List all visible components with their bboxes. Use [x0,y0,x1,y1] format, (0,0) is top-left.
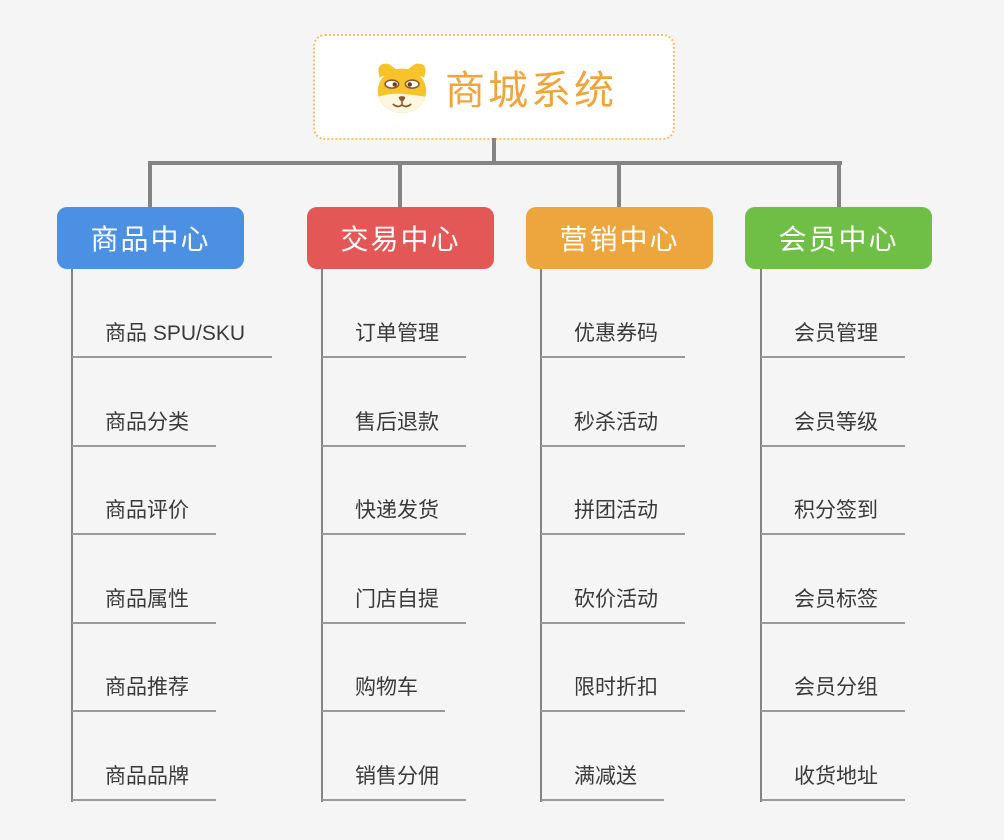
leaf-node[interactable]: 会员管理 [761,318,905,358]
branch-spine [321,269,323,802]
leaf-node[interactable]: 砍价活动 [541,584,685,624]
leaf-node[interactable]: 售后退款 [322,407,466,447]
connector-drop-4 [837,163,841,208]
leaf-node[interactable]: 商品分类 [72,407,216,447]
root-title: 商城系统 [445,69,617,113]
leaf-node[interactable]: 秒杀活动 [541,407,685,447]
leaf-node[interactable]: 会员分组 [761,672,905,712]
leaf-node[interactable]: 收货地址 [761,761,905,801]
leaf-node[interactable]: 满减送 [541,761,664,801]
branch-spine [760,269,762,802]
leaf-node[interactable]: 拼团活动 [541,495,685,535]
connector-bus [148,161,842,165]
connector-drop-1 [148,163,152,208]
connector-drop-3 [617,163,621,208]
branch-spine [71,269,73,802]
root-node[interactable]: 商城系统 [313,34,675,140]
leaf-node[interactable]: 会员标签 [761,584,905,624]
branch-spine [540,269,542,802]
leaf-node[interactable]: 会员等级 [761,407,905,447]
leaf-node[interactable]: 快递发货 [322,495,466,535]
leaf-node[interactable]: 门店自提 [322,584,466,624]
branch-node-product-center[interactable]: 商品中心 [57,207,244,269]
leaf-node[interactable]: 限时折扣 [541,672,685,712]
connector-drop-2 [398,163,402,208]
dog-face-icon [371,58,433,116]
leaf-node[interactable]: 商品属性 [72,584,216,624]
leaf-node[interactable]: 商品品牌 [72,761,216,801]
leaf-node[interactable]: 商品推荐 [72,672,216,712]
branch-node-trade-center[interactable]: 交易中心 [307,207,494,269]
leaf-node[interactable]: 商品 SPU/SKU [72,318,273,358]
leaf-node[interactable]: 商品评价 [72,495,216,535]
connector-root-stub [492,138,496,164]
leaf-node[interactable]: 购物车 [322,672,445,712]
branch-node-marketing-center[interactable]: 营销中心 [526,207,713,269]
leaf-node[interactable]: 优惠券码 [541,318,685,358]
leaf-node[interactable]: 销售分佣 [322,761,466,801]
leaf-node[interactable]: 订单管理 [322,318,466,358]
leaf-node[interactable]: 积分签到 [761,495,905,535]
branch-node-member-center[interactable]: 会员中心 [745,207,932,269]
